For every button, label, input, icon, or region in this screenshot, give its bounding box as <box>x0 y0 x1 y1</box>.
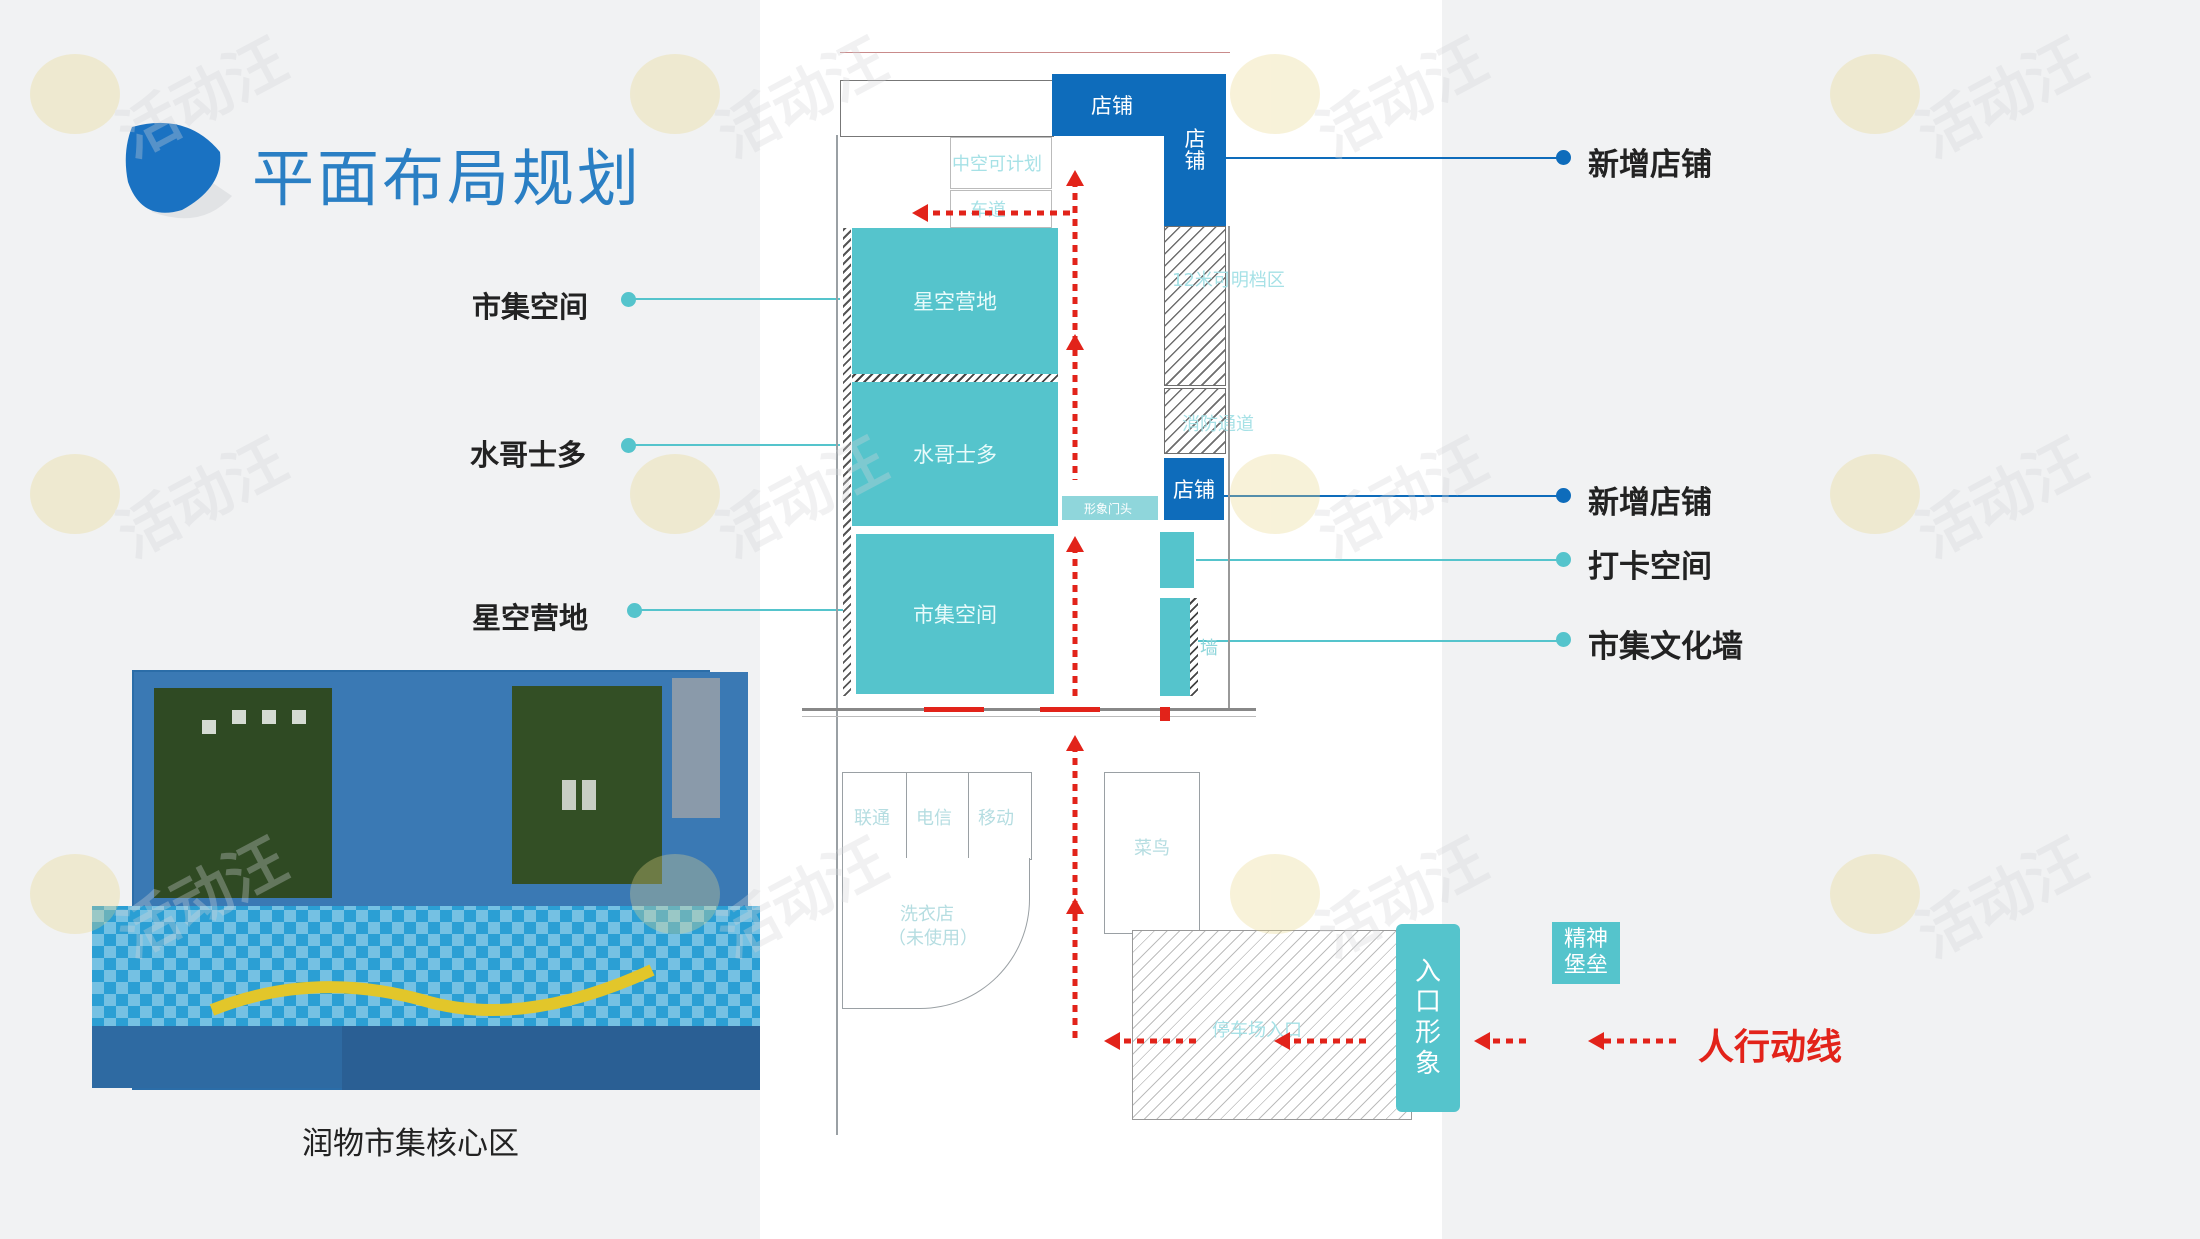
connector-dot <box>1556 552 1571 567</box>
connector-dot <box>627 603 642 618</box>
label-new-shop-mid: 新增店铺 <box>1588 485 1712 521</box>
dimension-line-top <box>840 52 1230 53</box>
cainiao-label: 菜鸟 <box>1134 838 1170 859</box>
label-culture-wall: 市集文化墙 <box>1588 629 1743 665</box>
light-display-area <box>1164 226 1226 386</box>
rendering-caption: 润物市集核心区 <box>302 1126 519 1162</box>
checkin-space-block <box>1160 532 1194 588</box>
label-market-space: 市集空间 <box>472 290 589 324</box>
connector-dot <box>621 438 636 453</box>
connector-dot <box>1556 632 1571 647</box>
atrium-area <box>950 137 1052 189</box>
page-title: 平面布局规划 <box>252 142 643 215</box>
entrance-label-3: 形 <box>1414 1018 1441 1048</box>
connector-line <box>1196 640 1564 642</box>
culture-wall-hatch <box>1190 598 1198 696</box>
connector-dot <box>621 292 636 307</box>
core-area-rendering <box>92 670 760 1102</box>
label-checkin-space: 打卡空间 <box>1588 549 1712 585</box>
shop-telecom-label: 电信 <box>916 808 952 829</box>
red-door-2 <box>1040 707 1100 712</box>
fire-passage-area <box>1164 388 1226 454</box>
zone-star-camp: 星空营地 <box>852 228 1058 374</box>
connector-line <box>1196 559 1564 561</box>
shop-side: 店 铺 <box>1164 74 1226 226</box>
connector-dot <box>1556 150 1571 165</box>
plan-left-wall-lower <box>836 772 838 1102</box>
entrance-image-block: 入 口 形 象 <box>1396 924 1460 1112</box>
parking-entry-label: 停车场入口 <box>1212 1020 1302 1041</box>
connector-line <box>630 298 840 300</box>
plan-left-wall <box>836 135 838 1135</box>
boundary-line-2 <box>802 716 1256 717</box>
red-door-1 <box>924 707 984 712</box>
shop-side-label-1: 店 <box>1184 126 1206 151</box>
right-wall <box>1228 226 1230 710</box>
label-star-camp: 星空营地 <box>472 601 589 635</box>
shop-unicom-label: 联通 <box>854 808 890 829</box>
entrance-label-4: 象 <box>1414 1048 1441 1079</box>
gate-label: 形象门头 <box>1084 502 1133 516</box>
shop-cainiao <box>1104 772 1200 934</box>
entrance-label-1: 入 <box>1414 956 1441 987</box>
zone-market-space: 市集空间 <box>856 534 1054 694</box>
fire-passage-label: 消防通道 <box>1182 414 1254 435</box>
shop-mid: 店铺 <box>1164 458 1224 520</box>
shop-side-label-2: 铺 <box>1184 149 1206 173</box>
spirit-fort-label-2: 堡垒 <box>1563 953 1608 978</box>
spirit-fort-label-1: 精神 <box>1563 926 1608 952</box>
culture-wall-short-label: 墙 <box>1200 638 1218 659</box>
connector-dot <box>1556 488 1571 503</box>
plan-outline-top <box>840 80 1054 137</box>
connector-line <box>630 444 840 446</box>
connector-line <box>636 609 846 611</box>
boundary-line <box>802 708 1256 711</box>
shop-top: 店铺 <box>1052 74 1172 136</box>
core-area-rendering-image <box>92 670 760 1090</box>
label-water-shop: 水哥士多 <box>470 438 587 472</box>
shop-mobile-label: 移动 <box>978 808 1014 829</box>
shop-unicom <box>842 772 908 860</box>
spirit-fort-block: 精神 堡垒 <box>1552 922 1620 984</box>
car-lane-area <box>950 190 1052 228</box>
laundry-label: 洗衣店 <box>900 904 954 925</box>
connector-line <box>1175 157 1563 159</box>
plan-wall-left-hatched <box>843 228 851 696</box>
zone-divider-hatched <box>852 374 1058 382</box>
shop-telecom <box>906 772 970 860</box>
label-new-shop-top: 新增店铺 <box>1588 147 1712 183</box>
atrium-label: 中空可计划 <box>952 154 1042 175</box>
entrance-label-2: 口 <box>1414 987 1441 1018</box>
connector-line <box>1212 495 1563 497</box>
laundry-note: （未使用） <box>888 928 978 949</box>
culture-wall-block <box>1160 598 1190 696</box>
legend-pedestrian-route: 人行动线 <box>1698 1027 1843 1068</box>
zone-water-shop: 水哥士多 <box>852 382 1058 526</box>
title-icon <box>112 112 232 222</box>
red-door-3 <box>1160 707 1170 721</box>
gate-area <box>1062 496 1158 520</box>
parking-entry-area <box>1132 930 1412 1120</box>
